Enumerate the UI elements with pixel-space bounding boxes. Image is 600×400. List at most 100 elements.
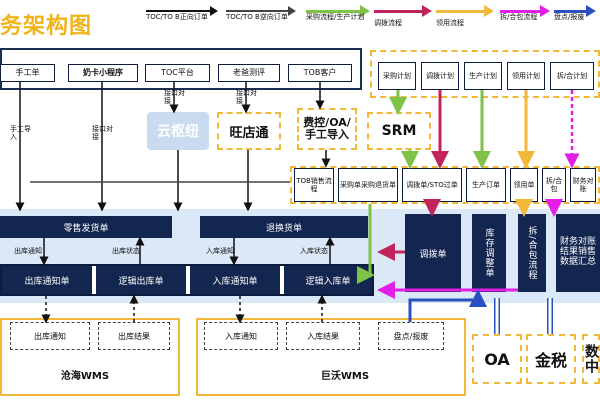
oa-label: OA bbox=[484, 349, 510, 369]
toc-platform-label: TOC平台 bbox=[161, 68, 194, 78]
legend-label: 采购流程/生产计划 bbox=[306, 13, 365, 21]
legend-label: 拆/合包流程 bbox=[500, 13, 538, 21]
plan-box: 领用计划 bbox=[507, 62, 545, 90]
out-notice-label: 出库通知单 bbox=[24, 276, 70, 287]
arrow-icon bbox=[360, 5, 370, 17]
arrow-icon bbox=[288, 6, 296, 16]
plan-label: 调拨计划 bbox=[426, 71, 454, 80]
arrow-icon bbox=[586, 5, 596, 17]
legend-line bbox=[146, 10, 214, 12]
legend-label: TOC/TO B逆向订单 bbox=[226, 13, 288, 21]
arrow-icon bbox=[484, 5, 494, 17]
canghai-out-result-box: 出库结果 bbox=[98, 322, 170, 350]
logic-out-box: 逻辑出库单 bbox=[96, 266, 186, 294]
laoba-label: 老爸测评 bbox=[233, 68, 265, 78]
plan-label: 拆/合计划 bbox=[556, 71, 588, 80]
in-status-label: 入库状态 bbox=[300, 247, 328, 255]
naika-box: 奶卡小程序 bbox=[68, 64, 138, 82]
juwo-in-result-box: 入库结果 bbox=[286, 322, 360, 350]
in-notice-label: 入库通知 bbox=[206, 247, 234, 255]
split-merge-box: 拆/合包流程 bbox=[518, 214, 546, 292]
legend-item: 调拨流程 bbox=[374, 0, 438, 45]
legend-label: 盘点/报废 bbox=[554, 13, 585, 21]
jinshui-box: 金税 bbox=[526, 334, 576, 384]
in-notice-box-label: 入库通知单 bbox=[212, 276, 258, 287]
doc-box: 采购单采购退货单 bbox=[338, 168, 398, 202]
canghai-out-result-label: 出库结果 bbox=[118, 331, 150, 341]
feikong-box: 费控/OA/手工导入 bbox=[297, 108, 357, 150]
logic-out-label: 逻辑出库单 bbox=[118, 276, 164, 287]
retail-order-box: 零售发货单 bbox=[0, 216, 172, 238]
return-order-label: 退换货单 bbox=[265, 223, 302, 234]
legend-line bbox=[500, 10, 544, 13]
canghai-out-notice-box: 出库通知 bbox=[10, 322, 90, 350]
legend-line bbox=[374, 10, 426, 13]
legend-label: 调拨流程 bbox=[374, 19, 402, 27]
srm-label: SRM bbox=[381, 123, 417, 139]
api-label: 接口对接 bbox=[236, 89, 257, 105]
return-order-box: 退换货单 bbox=[200, 216, 368, 238]
legend-label: 领用流程 bbox=[436, 19, 464, 27]
arrow-icon bbox=[540, 5, 550, 17]
api-label: 接口对接 bbox=[164, 89, 185, 105]
plan-label: 采购计划 bbox=[383, 71, 411, 80]
legend-label: TOC/TO B正向订单 bbox=[146, 13, 208, 21]
doc-label: 调拨单/STO过单 bbox=[406, 180, 458, 189]
legend-item: 拆/合包流程 bbox=[500, 0, 556, 45]
ship-notice-label: 出库通知 bbox=[14, 247, 42, 255]
plan-box: 采购计划 bbox=[378, 62, 416, 90]
retail-order-label: 零售发货单 bbox=[63, 223, 109, 234]
toc-platform-box: TOC平台 bbox=[145, 64, 210, 82]
doc-box: TOB销售流程 bbox=[294, 168, 334, 202]
inventory-adjust-box: 库存调整单 bbox=[472, 214, 506, 292]
jinshui-label: 金税 bbox=[534, 351, 567, 370]
doc-label: 生产订单 bbox=[472, 180, 500, 189]
canghai-wms-name: 沧海WMS bbox=[60, 370, 110, 382]
juwo-in-result-label: 入库结果 bbox=[307, 331, 339, 341]
legend-line bbox=[226, 10, 292, 12]
doc-box: 调拨单/STO过单 bbox=[402, 168, 462, 202]
logic-in-box: 逻辑入库单 bbox=[284, 266, 372, 294]
inventory-adjust-label: 库存调整单 bbox=[483, 228, 494, 278]
legend-line bbox=[436, 10, 488, 13]
legend-item: 盘点/报废 bbox=[554, 0, 600, 45]
transfer-box: 调拨单 bbox=[405, 214, 461, 292]
doc-box: 生产订单 bbox=[466, 168, 506, 202]
finance-label: 财务对账结果销售数据汇总 bbox=[559, 237, 596, 267]
doc-box: 拆/合包 bbox=[542, 168, 566, 202]
canghai-wms-label: 沧海WMS bbox=[40, 366, 130, 382]
feikong-label: 费控/OA/手工导入 bbox=[303, 115, 351, 141]
doc-label: 领用单 bbox=[513, 180, 535, 189]
juwo-in-notice-label: 入库通知 bbox=[225, 331, 257, 341]
tob-box: TOB客户 bbox=[288, 64, 352, 82]
in-notice-box: 入库通知单 bbox=[190, 266, 280, 294]
doc-label: 采购单采购退货单 bbox=[340, 180, 396, 189]
laoba-box: 老爸测评 bbox=[218, 64, 280, 82]
canghai-out-notice-label: 出库通知 bbox=[34, 331, 66, 341]
yunshu-label: 云枢纽 bbox=[157, 124, 199, 140]
manual-import-label: 手工导入 bbox=[10, 125, 31, 141]
doc-label: 财务对账 bbox=[572, 176, 594, 193]
doc-box: 财务对账 bbox=[570, 168, 596, 202]
legend-line bbox=[554, 10, 590, 13]
juwo-wms-name: 巨沃WMS bbox=[320, 370, 370, 382]
srm-box: SRM bbox=[367, 112, 431, 150]
logic-in-label: 逻辑入库单 bbox=[305, 276, 351, 287]
arrow-icon bbox=[210, 6, 218, 16]
tob-label: TOB客户 bbox=[303, 68, 337, 78]
doc-label: TOB销售流程 bbox=[296, 176, 332, 193]
plan-label: 领用计划 bbox=[512, 71, 540, 80]
page-title: 务架构图 bbox=[0, 14, 93, 39]
legend-item: TOC/TO B正向订单 bbox=[146, 0, 226, 45]
shuju-box: 数中 bbox=[582, 334, 600, 384]
wangdian-label: 旺店通 bbox=[229, 125, 269, 141]
plan-label: 生产计划 bbox=[469, 71, 497, 80]
juwo-wms-label: 巨沃WMS bbox=[300, 366, 390, 382]
shuju-label: 数中 bbox=[583, 344, 599, 374]
finance-box: 财务对账结果销售数据汇总 bbox=[556, 214, 600, 292]
manual-order-box: 手工单 bbox=[0, 64, 55, 82]
juwo-inventory-box: 盘点/报废 bbox=[378, 322, 444, 350]
split-merge-label: 拆/合包流程 bbox=[526, 225, 537, 281]
legend-line bbox=[306, 10, 364, 13]
